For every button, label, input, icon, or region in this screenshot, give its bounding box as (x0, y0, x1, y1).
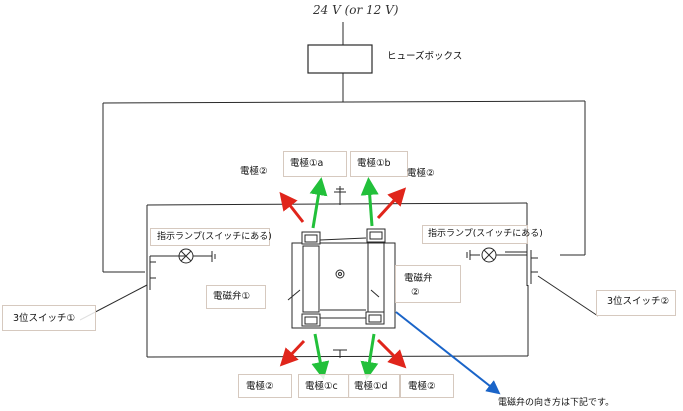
lamp-1-label: 指示ランプ(スイッチにある) (157, 232, 272, 242)
solenoid-valve-block (287, 228, 396, 329)
arrow-top-left-2 (279, 191, 305, 223)
electrode-bottom-1c-label: 電極①c (305, 381, 338, 392)
lamp-2-label: 指示ランプ(スイッチにある) (428, 229, 543, 239)
arrow-bottom-1d (360, 333, 379, 380)
lamp-1-box: 指示ランプ(スイッチにある) (150, 228, 272, 246)
electrode-top-left-2-label: 電極② (240, 166, 268, 177)
switch-2-label: 3位スイッチ② (607, 296, 670, 307)
electrode-bottom-1d-label: 電極①d (354, 381, 388, 392)
lamp-2-box: 指示ランプ(スイッチにある) (422, 225, 543, 244)
supply-voltage-label: 24 V (or 12 V) (312, 3, 399, 17)
valve-2-box: 電磁弁 ② (395, 265, 461, 303)
electrode-top-1b-box: 電極①b (350, 151, 408, 177)
arrow-bottom-1c (311, 333, 330, 380)
fuse-box-label: ヒューズボックス (387, 51, 463, 62)
electrode-top-1b-label: 電極①b (357, 158, 391, 169)
electrode-top-1a-label: 電極①a (290, 158, 324, 169)
electrode-bottom-left-2-label: 電極② (246, 381, 274, 392)
electrode-top-right-2-label: 電極② (407, 168, 435, 179)
red-arrows (279, 187, 407, 369)
arrow-bottom-left-2 (279, 339, 306, 367)
switch-1-label: 3位スイッチ① (13, 313, 76, 324)
electrode-bottom-1d-box: 電極①d (348, 374, 400, 398)
arrow-top-right-2 (376, 187, 407, 220)
fuse-box (307, 44, 373, 74)
electrode-top-1a-box: 電極①a (283, 151, 347, 177)
three-position-switch-2 (505, 248, 599, 317)
mounting-screw-icon (335, 269, 345, 279)
ground-symbols (333, 186, 347, 358)
arrow-top-1b (360, 177, 379, 227)
valve-orientation-arrow (395, 311, 501, 395)
electrode-bottom-left-2-box: 電極② (238, 374, 292, 398)
valve-orientation-note: 電磁弁の向き方は下記です。 (498, 398, 615, 408)
switch-1-box: 3位スイッチ① (2, 305, 96, 331)
valve-1-box: 電磁弁① (206, 285, 266, 309)
indicator-lamp-2 (466, 247, 527, 263)
electrode-bottom-right-2-label: 電極② (408, 381, 436, 392)
valve-1-label: 電磁弁① (213, 291, 251, 302)
green-arrows (309, 177, 379, 380)
valve-2-label-line1: 電磁弁 (404, 273, 433, 284)
indicator-lamp-1 (150, 248, 216, 264)
arrow-bottom-right-2 (376, 338, 407, 369)
electrode-bottom-1c-box: 電極①c (298, 374, 350, 398)
switch-2-box: 3位スイッチ② (596, 290, 676, 316)
valve-2-label-line2: ② (411, 287, 420, 298)
arrow-top-1a (309, 177, 328, 229)
electrode-bottom-right-2-box: 電極② (400, 374, 454, 398)
